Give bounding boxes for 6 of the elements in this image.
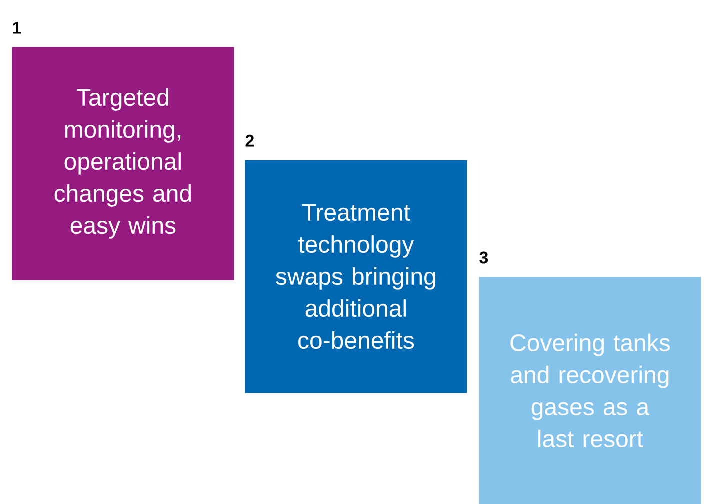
step-box: Targeted monitoring, operational changes and easy wins 1 [12,22,234,280]
step-box: Treatment technology swaps bringing additional co-benefits 2 [245,134,468,394]
step-number: 3 [480,252,488,264]
step-box: Covering tanks and recovering gases as a last resort 3 [479,252,702,504]
step-number: 1 [13,22,22,34]
step-number: 2 [246,134,254,147]
